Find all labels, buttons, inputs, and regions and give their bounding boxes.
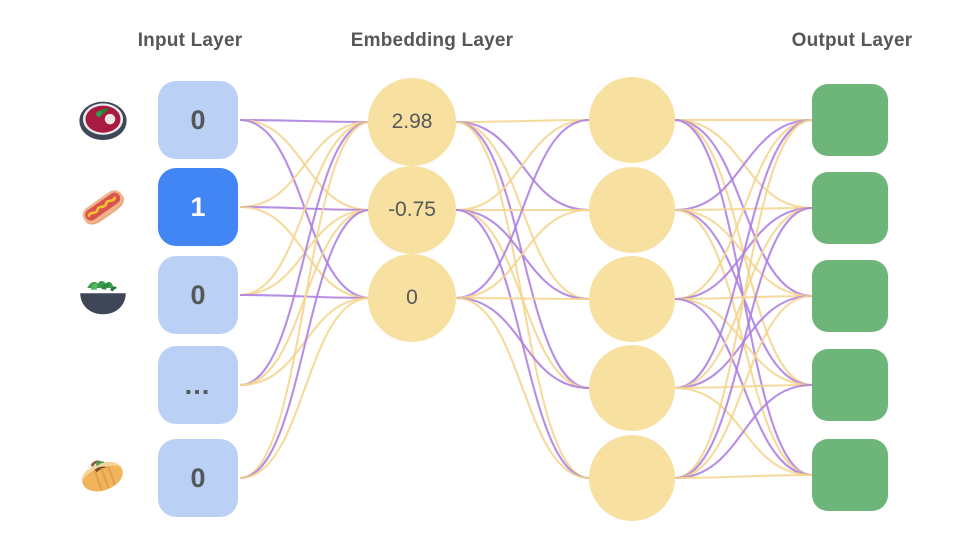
- input-node-5[interactable]: 0: [158, 439, 238, 517]
- layer-title-input: Input Layer: [137, 30, 243, 51]
- edge-input-4-to-embedding-1: [239, 120, 371, 387]
- edge-input-2-to-embedding-1: [239, 120, 371, 209]
- edge-input-1-to-embedding-1: [239, 118, 371, 124]
- edge-input-5-to-embedding-3: [239, 296, 371, 480]
- hidden-node-4[interactable]: [589, 345, 675, 431]
- salad-icon: [75, 267, 131, 323]
- edge-embedding-3-to-hidden-5: [455, 296, 590, 480]
- edge-hidden-5-to-output-3: [674, 294, 813, 480]
- output-node-1[interactable]: [812, 84, 888, 156]
- edge-input-3-to-embedding-1: [239, 120, 371, 297]
- input-node-value: 0: [190, 104, 206, 135]
- output-node-5[interactable]: [812, 439, 888, 511]
- edge-hidden-5-to-output-4: [674, 383, 813, 480]
- input-node-4[interactable]: …: [158, 346, 238, 424]
- hidden-node-1[interactable]: [589, 77, 675, 163]
- edge-embedding-3-to-hidden-2: [455, 208, 590, 300]
- embedding-node-1[interactable]: 2.98: [368, 78, 456, 166]
- embedding-node-2[interactable]: -0.75: [368, 166, 456, 254]
- edge-hidden-5-to-output-5: [674, 473, 813, 480]
- input-node-2[interactable]: 1: [158, 168, 238, 246]
- edge-embedding-1-to-hidden-1: [455, 118, 590, 124]
- hidden-node-5[interactable]: [589, 435, 675, 521]
- embedding-node-value: 2.98: [391, 110, 433, 133]
- output-node-4[interactable]: [812, 349, 888, 421]
- burrito-icon: [75, 450, 131, 506]
- output-node-2[interactable]: [812, 172, 888, 244]
- input-node-value: 0: [190, 279, 206, 310]
- hidden-node-3[interactable]: [589, 256, 675, 342]
- input-node-3[interactable]: 0: [158, 256, 238, 334]
- edge-hidden-5-to-output-2: [674, 206, 813, 480]
- edge-embedding-3-to-hidden-1: [455, 118, 590, 300]
- input-node-1[interactable]: 0: [158, 81, 238, 159]
- edge-hidden-2-to-output-1: [674, 118, 813, 212]
- input-node-value: …: [183, 369, 213, 400]
- input-node-value: 0: [190, 462, 206, 493]
- edge-input-5-to-embedding-2: [239, 208, 371, 480]
- hotdog-icon: [75, 179, 131, 235]
- edge-embedding-3-to-hidden-3: [455, 296, 590, 301]
- edge-hidden-4-to-output-1: [674, 118, 813, 390]
- edge-embedding-2-to-hidden-1: [455, 118, 590, 212]
- hidden-node-2[interactable]: [589, 167, 675, 253]
- embedding-node-3[interactable]: 0: [368, 254, 456, 342]
- stew-icon: [75, 92, 131, 148]
- embedding-node-value: 0: [406, 286, 418, 309]
- output-node-3[interactable]: [812, 260, 888, 332]
- edge-hidden-5-to-output-1: [674, 118, 813, 480]
- input-node-value: 1: [190, 191, 206, 222]
- edge-hidden-3-to-output-1: [674, 118, 813, 301]
- edge-embedding-3-to-hidden-4: [455, 296, 590, 390]
- layer-title-embedding: Embedding Layer: [350, 30, 514, 51]
- edge-input-5-to-embedding-1: [239, 120, 371, 480]
- embedding-node-value: -0.75: [388, 198, 436, 221]
- layer-title-output: Output Layer: [791, 30, 913, 51]
